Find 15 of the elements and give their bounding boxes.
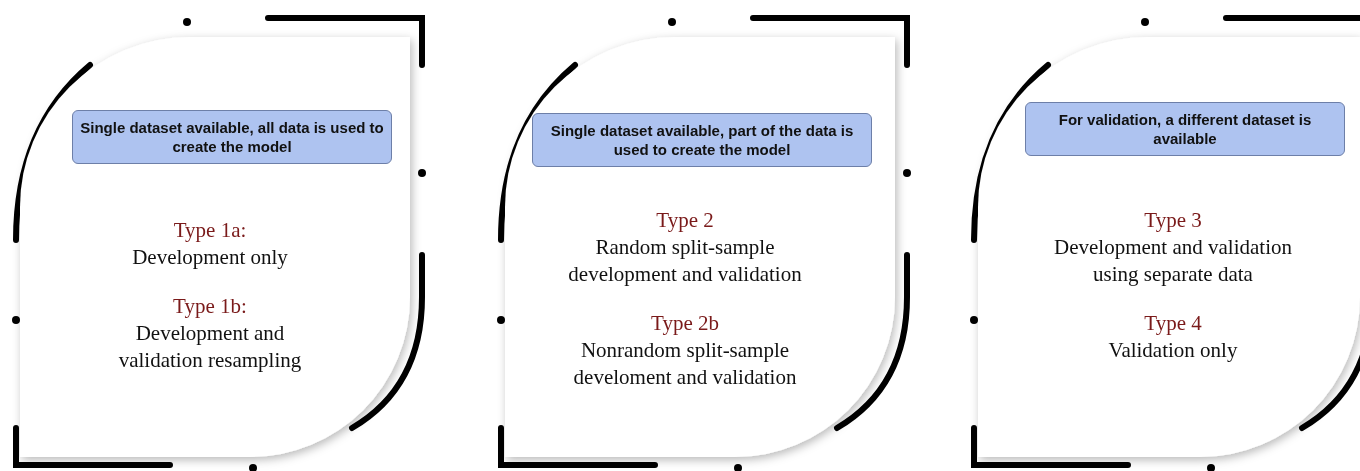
scenario-banner: Single dataset available, all data is used to create the model [72, 110, 392, 164]
type-description: Development only [131, 244, 289, 271]
type-description: Development and validation using separate data [1053, 234, 1293, 288]
type-description: Random split-sample development and validation [567, 234, 803, 288]
type-heading: Type 4 [1144, 310, 1202, 337]
type-heading: Type 2b [651, 310, 719, 337]
type-description: Development and validation resampling [117, 320, 303, 374]
type-heading: Type 1b: [173, 293, 247, 320]
type-description: Validation only [1107, 337, 1239, 364]
type-description: Nonrandom split-sample develoment and validation [572, 337, 798, 391]
type-heading: Type 1a: [173, 217, 247, 244]
type-heading: Type 2 [656, 207, 714, 234]
scenario-banner: Single dataset available, part of the data is used to create the model [532, 113, 872, 167]
type-heading: Type 3 [1144, 207, 1202, 234]
scenario-banner: For validation, a different dataset is available [1025, 102, 1345, 156]
